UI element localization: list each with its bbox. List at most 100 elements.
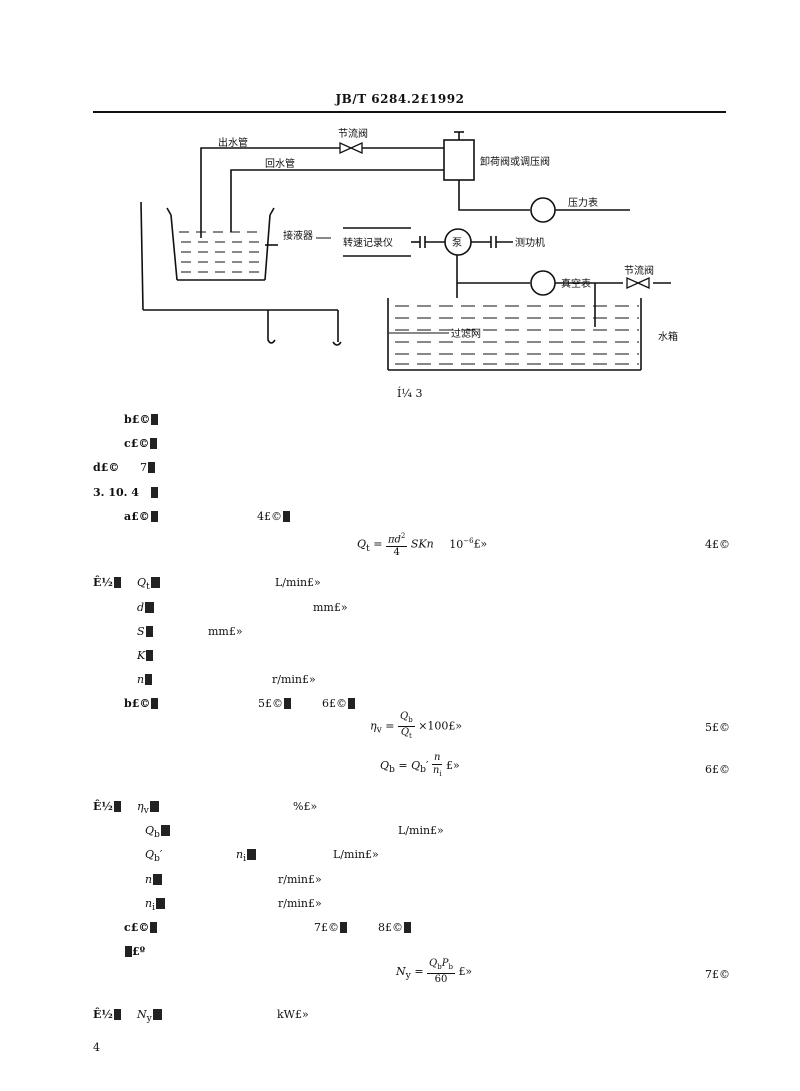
outlet-pipe xyxy=(200,147,340,238)
label-tank: 水箱 xyxy=(658,330,678,343)
label-filter: 过滤网 xyxy=(451,327,481,340)
garbled-glyph xyxy=(150,922,158,933)
var-sub: y xyxy=(146,1013,152,1025)
header-rule xyxy=(93,111,726,113)
var-Qb: Qb xyxy=(145,824,170,840)
var-sym: S xyxy=(137,625,145,638)
where-text: Ê½ xyxy=(93,800,113,813)
unit-ni: r/min£» xyxy=(278,897,322,910)
var-ni: ni xyxy=(145,897,166,913)
label-throttle-valve-2: 节流阀 xyxy=(624,264,654,277)
var-prime: ′ xyxy=(159,848,163,861)
where-text: Ê½ xyxy=(93,576,113,589)
eq6-lhs-sub: b xyxy=(389,764,395,776)
return-pipe xyxy=(230,169,444,232)
item-d: d£© xyxy=(93,461,119,474)
eq6-den-sub: i xyxy=(439,770,442,778)
garbled-glyph xyxy=(156,898,166,909)
var-S: S xyxy=(137,625,153,638)
garbled-glyph xyxy=(113,801,121,812)
unit-Qt: L/min£» xyxy=(275,576,321,589)
eq7-num-sub: b xyxy=(437,963,442,971)
eqref-text: 7£© xyxy=(314,921,339,934)
unit-Ny: kW£» xyxy=(277,1008,309,1021)
garbled-glyph xyxy=(149,801,159,812)
item-a-eqref: 4£© xyxy=(257,510,290,523)
var-Ny: Ny xyxy=(137,1008,162,1024)
label-unload-valve: 卸荷阀或调压阀 xyxy=(480,155,550,168)
garbled-glyph xyxy=(113,1009,121,1020)
outer-wall-left xyxy=(140,201,144,311)
eq5-lhs: η xyxy=(370,719,377,733)
eq5-num: Q xyxy=(400,711,409,722)
label-pressure-gauge: 压力表 xyxy=(568,196,598,209)
item-d-number-text: 7 xyxy=(140,461,147,474)
garbled-glyph xyxy=(113,577,121,588)
var-n: n xyxy=(137,673,153,686)
section-number: 3. 10. 4 xyxy=(93,486,139,499)
item-c2-line2-text: £º xyxy=(132,945,146,958)
garbled-glyph xyxy=(247,849,257,860)
garbled-glyph xyxy=(283,511,290,522)
item-a-label: a£© xyxy=(124,510,150,523)
var-sym: n xyxy=(236,848,244,861)
eq4-tail: £» xyxy=(473,537,488,551)
label-pump: 泵 xyxy=(452,237,462,249)
item-c2-line2: £º xyxy=(124,945,145,958)
eq7-tag: 7£© xyxy=(705,968,730,981)
eq6-lhs: Q xyxy=(380,759,390,772)
garbled-glyph xyxy=(284,698,291,709)
var-n2: n xyxy=(145,873,163,886)
eqref-text: 5£© xyxy=(258,697,283,710)
var-Qb-prime: Qb′ xyxy=(145,848,162,864)
var-sym: Q xyxy=(145,848,155,861)
var-sub: t xyxy=(146,581,150,593)
eq4-den: 4 xyxy=(393,547,400,559)
eq7-lhs: N xyxy=(396,965,406,978)
eq7-tail: £» xyxy=(458,965,473,978)
eqref-text: 6£© xyxy=(322,697,347,710)
var-eta: ηv xyxy=(137,800,159,816)
var-sub: i xyxy=(243,853,247,865)
eq6-num: n xyxy=(434,752,441,763)
garbled-glyph xyxy=(153,874,163,885)
where-label-1: Ê½ xyxy=(93,576,121,589)
eq7-den: 60 xyxy=(434,974,448,985)
label-outlet-pipe: 出水管 xyxy=(218,136,248,149)
eq4-lhs-sub: t xyxy=(366,542,370,554)
var-sym: n xyxy=(145,897,153,910)
garbled-glyph xyxy=(340,922,347,933)
garbled-glyph xyxy=(151,698,159,709)
var-K: K xyxy=(137,649,154,662)
throttle-valve-symbol xyxy=(339,141,363,155)
eq7-num2-sub: b xyxy=(448,963,453,971)
eq5-den-sub: t xyxy=(409,732,412,740)
item-b-label: b£© xyxy=(124,413,151,426)
eq7-lhs-sub: y xyxy=(405,970,411,982)
garbled-glyph xyxy=(148,462,155,473)
eq4-num-sup: 2 xyxy=(400,532,406,540)
item-b2: b£© xyxy=(124,697,159,710)
var-sym: Q xyxy=(145,824,155,837)
var-sym: Q xyxy=(137,576,147,589)
page-number: 4 xyxy=(93,1041,100,1054)
item-c2: c£© xyxy=(124,921,158,934)
garbled-glyph xyxy=(145,626,153,637)
eq4-tag: 4£© xyxy=(705,538,730,551)
label-dynamometer: 测功机 xyxy=(515,236,545,249)
label-vacuum-gauge: 真空表 xyxy=(561,277,591,290)
var-d: d xyxy=(137,601,155,614)
item-d-label: d£© xyxy=(93,461,120,474)
eqref-text: 8£© xyxy=(378,921,403,934)
garbled-glyph xyxy=(145,674,153,685)
eqref-text: 4£© xyxy=(257,510,282,523)
var-sym: N xyxy=(137,1008,147,1021)
garbled-glyph xyxy=(152,1009,162,1020)
var-sym: η xyxy=(137,800,144,813)
item-a: a£© xyxy=(124,510,158,523)
